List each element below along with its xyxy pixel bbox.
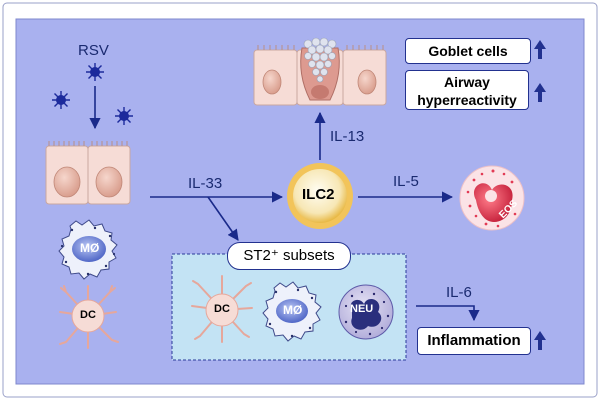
neutrophil-label: NEU — [350, 303, 374, 315]
il6-arrow — [416, 305, 480, 322]
eosinophil-icon — [459, 165, 525, 231]
up-arrow-icon — [534, 331, 546, 350]
inflammation-label: Inflammation — [427, 332, 521, 349]
airway-label-line1: Airway — [444, 74, 490, 90]
il5-label: IL-5 — [393, 173, 419, 190]
epithelium-icon — [45, 141, 131, 205]
macrophage-st2-label: MØ — [283, 303, 303, 317]
up-arrow-icon — [534, 40, 546, 59]
goblet-cells-box: Goblet cells — [405, 38, 531, 64]
goblet-cells-label: Goblet cells — [428, 43, 508, 59]
airway-hyperreactivity-box: Airway hyperreactivity — [405, 70, 529, 110]
il33-label: IL-33 — [188, 175, 223, 192]
il6-label: IL-6 — [446, 284, 472, 301]
st2-subsets-label: ST2⁺ subsets — [227, 242, 351, 270]
rsv-label: RSV — [78, 42, 109, 59]
inflammation-box: Inflammation — [417, 327, 531, 355]
dendritic-cell-icon — [59, 285, 119, 349]
up-arrow-icon — [534, 83, 546, 102]
dc-st2-label: DC — [214, 303, 230, 315]
dendritic-cell-icon — [191, 275, 253, 343]
st2-branch-arrow — [207, 196, 239, 241]
ilc2-label: ILC2 — [302, 186, 335, 203]
neutrophil-icon — [338, 284, 394, 340]
ilc2-icon — [287, 163, 353, 229]
dc-label: DC — [80, 309, 96, 321]
macrophage-label: MØ — [80, 241, 100, 255]
airway-label-line2: hyperreactivity — [417, 92, 517, 108]
il13-label: IL-13 — [330, 128, 365, 145]
virus-icon — [52, 91, 70, 109]
goblet-cell-icon — [253, 37, 387, 106]
macrophage-icon — [262, 281, 322, 342]
virus-icon — [86, 63, 104, 81]
virus-icon — [115, 107, 133, 125]
macrophage-icon — [58, 219, 118, 280]
